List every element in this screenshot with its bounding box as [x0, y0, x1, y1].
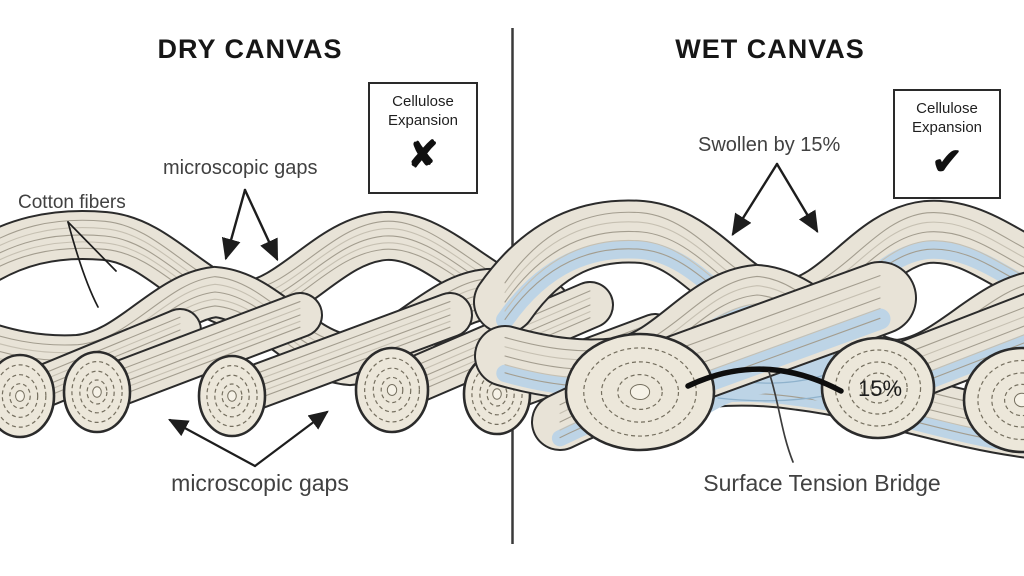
label-cotton-fibers: Cotton fibers: [18, 192, 126, 213]
label-swollen-by-15: Swollen by 15%: [698, 134, 841, 156]
swollen-arrow: [731, 162, 779, 237]
surface-tension-leader-line: [768, 371, 794, 463]
surface-tension-bridge-arc: [685, 366, 844, 394]
fiber-weave-art: [0, 199, 1024, 459]
label-surface-tension-bridge: Surface Tension Bridge: [703, 470, 941, 496]
badge-line1: Cellulose: [392, 93, 454, 110]
x-mark-icon: ✘: [407, 133, 439, 175]
annotation-layer: [67, 162, 844, 468]
cellulose-expansion-badge-wet: Cellulose Expansion ✔: [893, 89, 1001, 199]
microscopic-gaps-bottom-arrow: [168, 418, 257, 468]
badge-line2: Expansion: [911, 118, 983, 136]
badge-line2: Expansion: [387, 111, 459, 129]
swollen-arrow: [775, 162, 819, 234]
check-mark-icon: ✔: [931, 140, 963, 182]
microscopic-gaps-top-arrow: [221, 188, 247, 261]
label-microscopic-gaps-bottom: microscopic gaps: [171, 470, 349, 496]
badge-line1: Cellulose: [916, 100, 978, 117]
wet-panel-title: WET CANVAS: [675, 34, 865, 64]
label-15-percent: 15%: [857, 376, 903, 401]
cotton-fibers-leader-line: [67, 221, 99, 308]
microscopic-gaps-bottom-arrow: [253, 410, 329, 468]
dry-panel-title: DRY CANVAS: [157, 34, 343, 64]
microscopic-gaps-top-arrow: [243, 188, 279, 262]
label-microscopic-gaps-top: microscopic gaps: [163, 157, 318, 179]
cellulose-expansion-badge-dry: Cellulose Expansion ✘: [368, 82, 478, 194]
cotton-fibers-leader-line: [67, 221, 117, 272]
